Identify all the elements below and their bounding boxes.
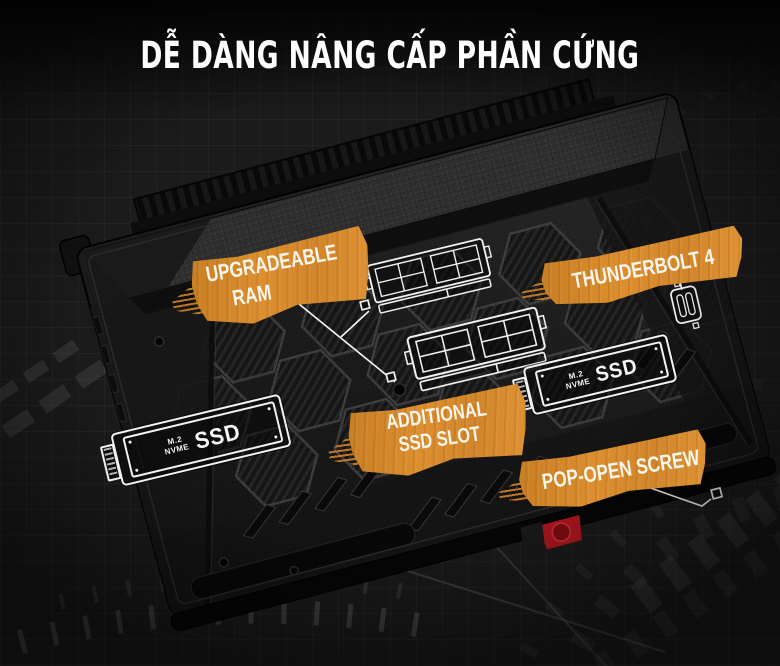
screw-dot-icon [654,346,658,351]
screw-dot-icon [267,406,271,411]
page-title: DỄ DÀNG NÂNG CẤP PHẦN CỨNG [0,34,780,78]
screw-dot-icon [274,435,278,439]
ssd-type-text: SSD [191,417,243,454]
screw-dot-icon [546,397,550,402]
screw-dot-icon [128,440,132,444]
ram-node-2 [385,371,397,383]
ssd-spec-text: M.2 NVME [163,434,190,457]
ssd-type-text: SSD [592,353,640,387]
page-title-text: DỄ DÀNG NÂNG CẤP PHẦN CỨNG [140,34,640,78]
ssd-spec-text: M.2 NVME [564,368,591,391]
screw-dot-icon [659,370,664,374]
screw-dot-icon [540,374,545,378]
pop-open-screw-icon [710,486,724,500]
screw-dot-icon [134,468,139,473]
